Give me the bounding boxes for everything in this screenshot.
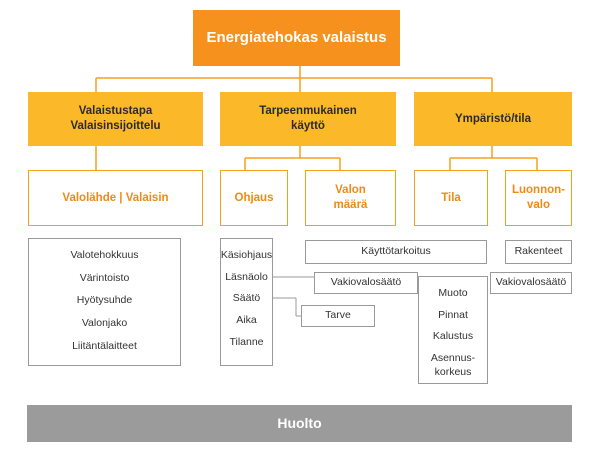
subcategory-daylight: Luonnon- valo [505,170,572,226]
list-item: Valonjako [81,316,128,329]
list-control: Käsiohjaus Läsnäolo Säätö Aika Tilanne [220,238,273,366]
title-box: Energiatehokas valaistus [193,10,400,66]
tag-need: Tarve [301,305,375,327]
category-lighting: Valaistustapa Valaisinsijoittelu [28,92,203,146]
tag-structures: Rakenteet [505,240,572,264]
list-item: Asennus- korkeus [430,351,476,378]
subcategory-lamp: Valolähde | Valaisin [28,170,203,226]
list-lamp: Valotehokkuus Värintoisto Hyötysuhde Val… [28,238,181,366]
tag-constant-light-1: Vakiovalosäätö [314,272,418,294]
list-item: Hyötysuhde [76,294,133,307]
list-item: Aika [236,313,257,326]
list-item: Säätö [232,292,261,305]
list-item: Pinnat [438,308,468,321]
category-demand: Tarpeenmukainen käyttö [220,92,396,146]
list-item: Tilanne [229,335,264,348]
list-space: Muoto Pinnat Kalustus Asennus- korkeus [418,276,488,384]
list-item: Liitäntälaitteet [72,339,137,352]
subcategory-control: Ohjaus [220,170,288,226]
list-item: Kalustus [432,330,474,343]
footer-bar: Huolto [27,405,572,442]
tag-usage: Käyttötarkoitus [305,240,487,264]
list-item: Värintoisto [79,271,130,284]
list-item: Käsiohjaus [220,249,273,261]
list-item: Valotehokkuus [70,249,139,261]
list-item: Muoto [438,287,468,299]
category-environment: Ympäristö/tila [414,92,572,146]
tag-constant-light-2: Vakiovalosäätö [490,272,572,294]
subcategory-space: Tila [414,170,488,226]
list-item: Läsnäolo [225,270,268,283]
subcategory-amount: Valon määrä [305,170,396,226]
